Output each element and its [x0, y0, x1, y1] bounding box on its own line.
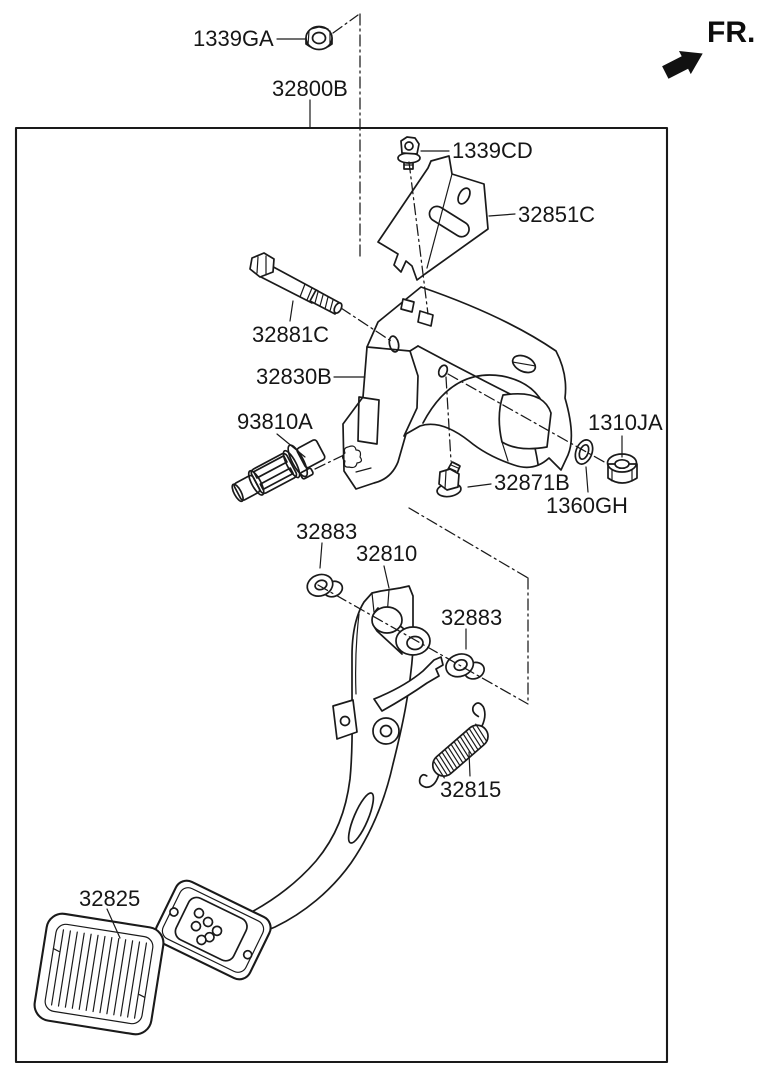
pedal-pad-plate	[154, 879, 272, 981]
label-1339ga: 1339GA	[193, 26, 274, 51]
part-1360gh-washer	[574, 439, 594, 465]
part-32815-spring	[418, 702, 489, 789]
part-1339cd-bolt	[397, 136, 421, 170]
diagram-border	[14, 126, 669, 1064]
part-32830b-member	[341, 286, 573, 490]
part-32825-pad	[33, 912, 165, 1036]
label-32883-right: 32883	[441, 605, 503, 630]
part-1339ga-nut	[305, 25, 333, 51]
label-32830b: 32830B	[256, 364, 332, 389]
centerlines	[314, 13, 607, 705]
part-32810-pedal-arm	[236, 585, 444, 936]
part-32883-bushing-right	[445, 653, 485, 680]
label-1310ja: 1310JA	[588, 410, 663, 435]
fr-direction-label: FR.	[707, 16, 756, 49]
label-32815: 32815	[440, 777, 502, 802]
label-32810: 32810	[356, 541, 418, 566]
label-32825: 32825	[79, 886, 141, 911]
part-32871b-bolt	[436, 461, 462, 498]
part-93810a-stop-lamp-switch	[231, 439, 326, 503]
part-32881c-bolt	[249, 252, 343, 315]
label-1360gh: 1360GH	[546, 493, 628, 518]
label-93810a: 93810A	[237, 409, 313, 434]
part-32883-bushing-left	[306, 573, 344, 598]
label-32883-left: 32883	[296, 519, 358, 544]
leader-lines	[106, 38, 623, 939]
label-1339cd: 1339CD	[452, 138, 533, 163]
fr-arrow-icon	[662, 50, 703, 79]
label-32851c: 32851C	[518, 202, 596, 227]
label-32871b: 32871B	[494, 470, 570, 495]
label-32881c: 32881C	[252, 322, 330, 347]
label-32800b: 32800B	[272, 76, 348, 101]
part-32851c-bracket	[377, 155, 489, 281]
part-1310ja-nut	[606, 453, 638, 484]
